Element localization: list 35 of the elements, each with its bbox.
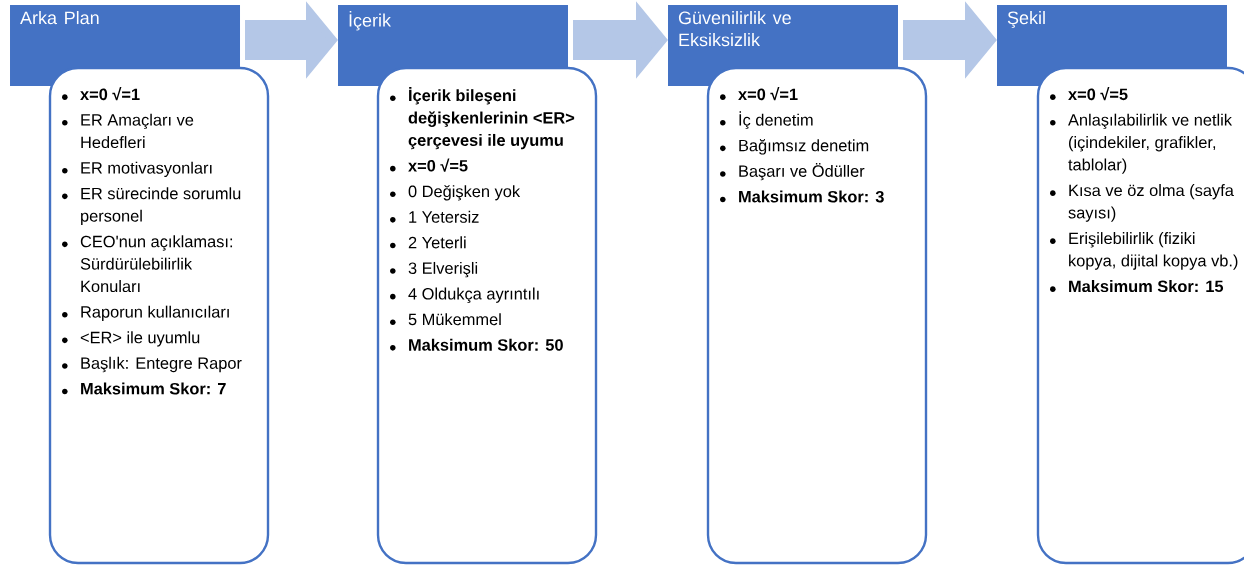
bullet-item: x=0 √=5 [390, 158, 468, 172]
bullet-item: Maksimum Skor: 3 [720, 190, 884, 203]
header-title: Arka Plan [20, 11, 99, 25]
bullet-item: x=0 √=1 [720, 87, 798, 101]
bullet-item: <ER> ile uyumlu [62, 331, 200, 347]
header-title: Şekil [1007, 11, 1045, 28]
content-box [706, 66, 928, 565]
bullet-item: Bağımsız denetim [720, 139, 869, 155]
header-title: Güvenilirlik ve Eksiksizlik [678, 11, 791, 47]
bullet-item: ER motivasyonları [62, 161, 212, 177]
bullet-item: 5 Mükemmel [390, 313, 501, 326]
bullet-item: 3 Elverişli [390, 261, 478, 278]
content-box [48, 66, 270, 565]
bullet-item: Erişilebilirlik (fiziki kopya, dijital kopya vb.) [1050, 232, 1238, 270]
bullet-item: 4 Oldukça ayrıntılı [390, 287, 539, 303]
bullet-item: 1 Yetersiz [390, 210, 479, 223]
bullet-item: Maksimum Skor: 50 [390, 338, 563, 351]
bullet-item: Kısa ve öz olma (sayfa sayısı) [1050, 184, 1234, 222]
bullet-item: 0 Değişken yok [390, 184, 521, 201]
content-box [1036, 66, 1244, 565]
bullet-item: Maksimum Skor: 15 [1050, 280, 1224, 293]
bullet-item: Maksimum Skor: 7 [62, 382, 226, 395]
bullet-item: CEO'nun açıklaması: Sürdürülebilirlik Konuları [62, 235, 233, 293]
bullet-item: ER sürecinde sorumlu personel [62, 187, 241, 225]
bullet-item: Raporun kullanıcıları [62, 305, 229, 321]
bullet-item: Başarı ve Ödüller [720, 163, 865, 181]
bullet-item: ER Amaçları ve Hedefleri [62, 113, 194, 149]
bullet-item: x=0 √=5 [1050, 87, 1128, 101]
bullet-item: Başlık: Entegre Rapor [62, 356, 242, 373]
header-title: İçerik [349, 11, 392, 31]
bullet-item: Anlaşılabilirlik ve netlik (içindekiler, grafikler, tablolar) [1050, 113, 1233, 174]
bullet-item: 2 Yeterli [390, 236, 466, 249]
bullet-item: x=0 √=1 [62, 87, 140, 101]
content-box [376, 66, 598, 565]
bullet-item: İç denetim [720, 111, 813, 130]
